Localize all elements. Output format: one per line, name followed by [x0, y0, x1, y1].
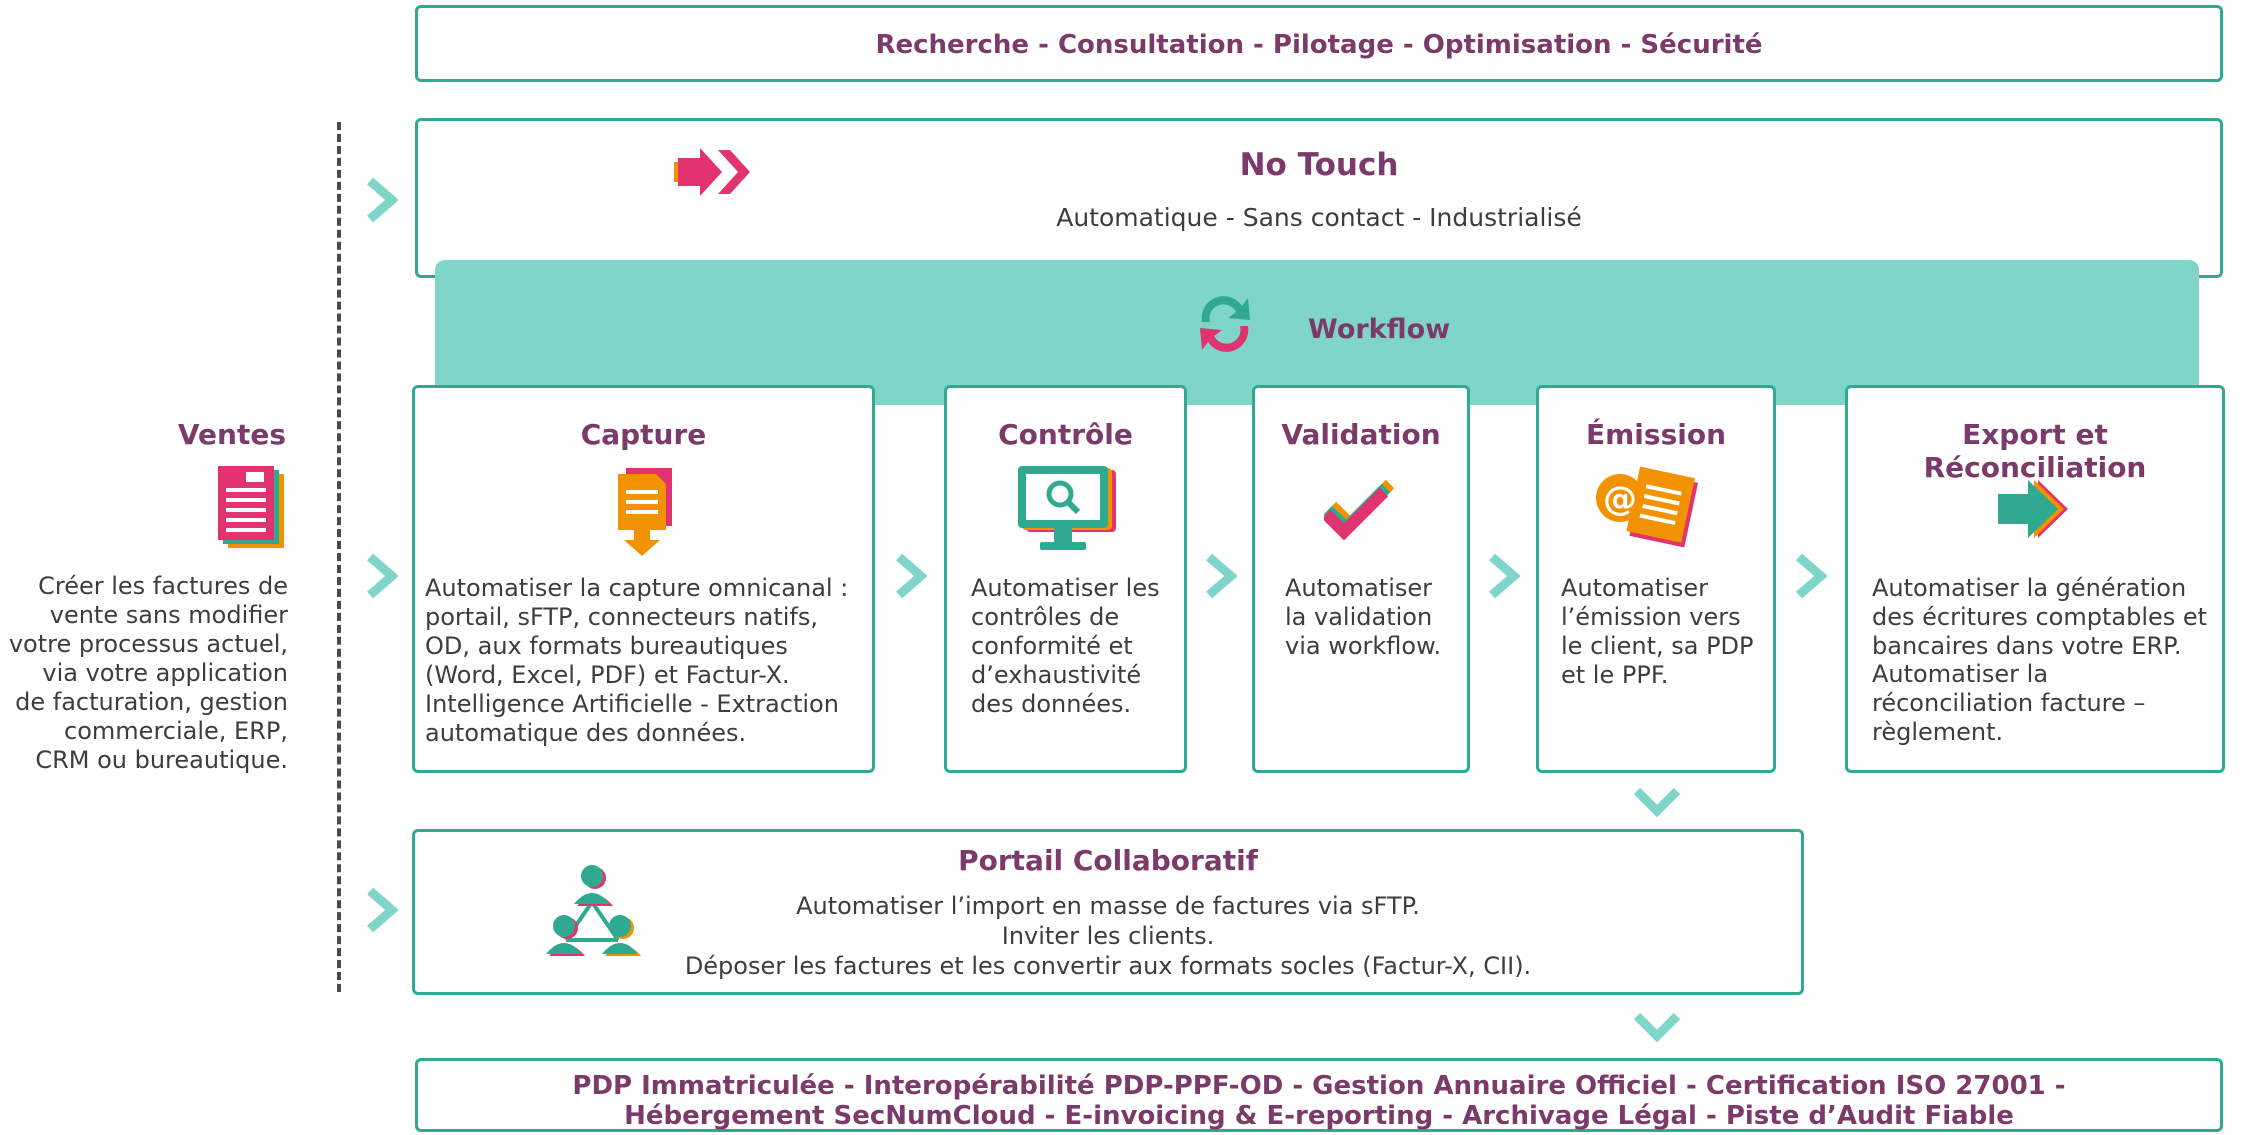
- no-touch-title: No Touch: [1239, 147, 1399, 183]
- workflow-label: Workflow: [1308, 314, 1451, 345]
- chevron-down-icon: [1633, 1012, 1681, 1043]
- checkmark-icon: [1324, 479, 1395, 540]
- top-banner-text: Recherche - Consultation - Pilotage - Op…: [875, 30, 1763, 60]
- step-controle: Contrôle Automatiser les contrôles de co…: [944, 385, 1187, 773]
- ventes-title: Ventes: [177, 418, 286, 451]
- file-stack-icon: [218, 466, 284, 548]
- step-text: Automatiser les contrôles de conformité …: [971, 574, 1160, 718]
- export-arrow-icon: [1998, 480, 2068, 538]
- portail-line: Automatiser l’import en masse de facture…: [796, 892, 1420, 920]
- step-text: Automatiser la génération des écritures …: [1872, 574, 2208, 660]
- monitor-search-icon: [1018, 466, 1116, 550]
- chevron-right-icon: [1206, 553, 1237, 599]
- ventes-description: Créer les factures de vente sans modifie…: [8, 572, 288, 774]
- portail-title: Portail Collaboratif: [958, 844, 1258, 877]
- chevron-right-icon: [367, 177, 398, 223]
- no-touch-subtitle: Automatique - Sans contact - Industriali…: [1056, 203, 1582, 232]
- chevron-right-icon: [896, 553, 927, 599]
- step-title: Contrôle: [998, 418, 1133, 451]
- bottom-banner-line1: PDP Immatriculée - Interopérabilité PDP-…: [572, 1071, 2066, 1101]
- svg-text:@: @: [1603, 479, 1637, 519]
- step-text: Automatiser l’émission vers le client, s…: [1561, 574, 1754, 689]
- top-banner: Recherche - Consultation - Pilotage - Op…: [415, 5, 2223, 82]
- portail-line: Déposer les factures et les convertir au…: [684, 952, 1532, 980]
- chevron-right-icon: [1489, 553, 1520, 599]
- dashed-divider: [337, 122, 341, 992]
- step-export: Export et Réconciliation Automatiser la …: [1845, 385, 2225, 773]
- chevron-right-icon: [367, 887, 398, 933]
- chevron-right-icon: [1796, 553, 1827, 599]
- people-network-icon: [546, 865, 641, 956]
- document-icon: [618, 468, 672, 556]
- double-arrow-icon: [674, 148, 750, 196]
- step-title: Capture: [580, 418, 707, 451]
- portail-line: Inviter les clients.: [1001, 922, 1215, 950]
- step-text: Automatiser la capture omnicanal : porta…: [425, 574, 849, 689]
- chevron-right-icon: [367, 553, 398, 599]
- step-title: Émission: [1586, 418, 1726, 451]
- step-validation: Validation Automatiser la validation via…: [1252, 385, 1470, 773]
- portail-box: Portail Collaboratif Automatiser l’impor…: [412, 829, 1804, 995]
- workflow-band: [435, 260, 2199, 405]
- bottom-banner: PDP Immatriculée - Interopérabilité PDP-…: [415, 1058, 2223, 1132]
- chevron-down-icon: [1633, 787, 1681, 818]
- step-title: Validation: [1281, 418, 1441, 451]
- step-capture: Capture Automatiser la capture omnicanal…: [412, 385, 875, 773]
- email-document-icon: @: [1596, 466, 1698, 548]
- step-title: Export et Réconciliation: [1923, 418, 2147, 484]
- step-emission: Émission Automatiser l’émission vers le …: [1536, 385, 1776, 773]
- step-text: Automatiser la validation via workflow.: [1285, 574, 1442, 660]
- refresh-icon: [1200, 296, 1250, 352]
- bottom-banner-line2: Hébergement SecNumCloud - E-invoicing & …: [624, 1101, 2014, 1131]
- step-text: Intelligence Artificielle - Extraction a…: [425, 690, 839, 747]
- step-text: Automatiser la réconciliation facture – …: [1872, 660, 2146, 746]
- no-touch-box: No Touch Automatique - Sans contact - In…: [415, 118, 2223, 278]
